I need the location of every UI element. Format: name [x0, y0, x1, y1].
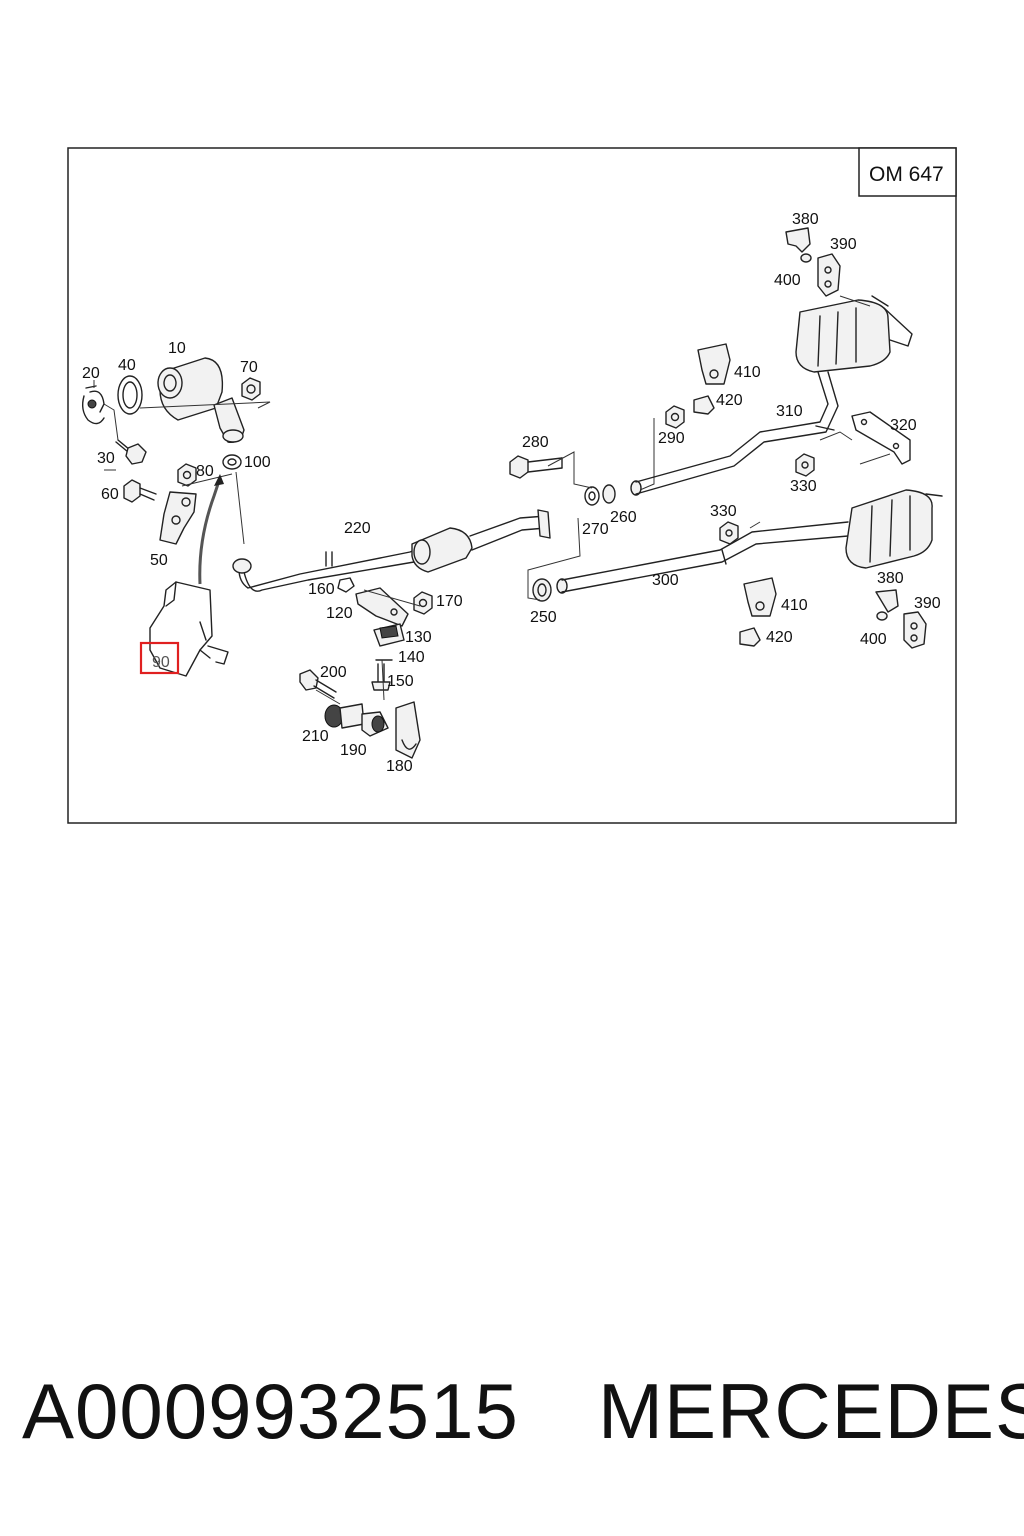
- part-180-bracket: [395, 701, 421, 759]
- label-40: 40: [118, 357, 136, 374]
- label-410-upper: 410: [734, 364, 761, 381]
- label-380-upper: 380: [792, 211, 819, 228]
- part-330-upper-nut: [795, 453, 815, 477]
- part-290-nut: [665, 405, 685, 429]
- part-170-nut: [413, 591, 433, 615]
- label-270: 270: [582, 521, 609, 538]
- part-400-lower-nut: [876, 611, 888, 621]
- part-190-rubber-mount: [361, 711, 389, 737]
- label-200: 200: [320, 664, 347, 681]
- label-210: 210: [302, 728, 329, 745]
- label-420-lower: 420: [766, 629, 793, 646]
- part-120-bracket: [355, 587, 409, 627]
- label-20: 20: [82, 365, 100, 382]
- label-80: 80: [196, 463, 214, 480]
- part-260-seal: [602, 484, 616, 504]
- part-200-bolt: [299, 669, 337, 699]
- part-380-upper-hanger-bracket: [785, 227, 811, 253]
- label-330-lower: 330: [710, 503, 737, 520]
- part-160-clip: [337, 577, 355, 593]
- label-150: 150: [387, 673, 414, 690]
- label-10: 10: [168, 340, 186, 357]
- label-140: 140: [398, 649, 425, 666]
- label-30: 30: [97, 450, 115, 467]
- label-410-lower: 410: [781, 597, 808, 614]
- part-220-front-pipe: [232, 509, 551, 592]
- part-320-heat-shield: [851, 411, 911, 465]
- label-320: 320: [890, 417, 917, 434]
- label-180: 180: [386, 758, 413, 775]
- label-400-upper: 400: [774, 272, 801, 289]
- part-150-bolt: [371, 663, 391, 691]
- part-300-rear-pipe: [556, 521, 849, 594]
- brand-name: MERCEDES: [598, 1367, 1024, 1455]
- part-30-bolt: [115, 439, 147, 465]
- label-60: 60: [101, 486, 119, 503]
- label-290: 290: [658, 430, 685, 447]
- label-390-lower: 390: [914, 595, 941, 612]
- diagram-frame: [67, 147, 957, 824]
- part-410-lower-bracket: [743, 577, 777, 617]
- label-280: 280: [522, 434, 549, 451]
- label-420-upper: 420: [716, 392, 743, 409]
- part-90-heat-shield: [149, 581, 229, 677]
- label-50: 50: [150, 552, 168, 569]
- label-400-lower: 400: [860, 631, 887, 648]
- label-260: 260: [610, 509, 637, 526]
- part-210-rubber-mount: [324, 703, 365, 729]
- label-300: 300: [652, 572, 679, 589]
- label-100: 100: [244, 454, 271, 471]
- part-50-bracket: [159, 491, 197, 545]
- part-270-gasket: [584, 486, 600, 506]
- part-40-seal-ring: [117, 375, 143, 415]
- part-380-lower-hanger-bracket: [875, 589, 899, 613]
- part-400-upper-nut: [800, 253, 812, 263]
- part-upper-rear-muffler: [795, 295, 913, 373]
- label-160: 160: [308, 581, 335, 598]
- label-220: 220: [344, 520, 371, 537]
- label-390-upper: 390: [830, 236, 857, 253]
- part-420-lower-grommet: [739, 627, 761, 647]
- part-410-upper-bracket: [697, 343, 731, 385]
- label-170: 170: [436, 593, 463, 610]
- part-420-upper-grommet: [693, 395, 715, 415]
- part-130-mount: [373, 623, 405, 647]
- label-310: 310: [776, 403, 803, 420]
- part-70-nut: [241, 377, 261, 401]
- part-20-clamp: [81, 385, 105, 425]
- part-280-bolt: [509, 455, 563, 479]
- part-60-bolt: [123, 479, 157, 503]
- part-lower-rear-muffler: [845, 489, 943, 569]
- label-250: 250: [530, 609, 557, 626]
- part-330-lower-nut: [719, 521, 739, 545]
- label-190: 190: [340, 742, 367, 759]
- highlight-box: [139, 641, 180, 675]
- engine-code: OM 647: [869, 163, 944, 186]
- part-390-lower-rubber-hanger: [903, 611, 927, 649]
- label-120: 120: [326, 605, 353, 622]
- label-130: 130: [405, 629, 432, 646]
- part-310-rear-pipe: [630, 371, 839, 496]
- label-380-lower: 380: [877, 570, 904, 587]
- label-70: 70: [240, 359, 258, 376]
- label-90: 90: [152, 654, 170, 671]
- label-330-upper: 330: [790, 478, 817, 495]
- engine-code-box: [858, 147, 957, 197]
- part-number: A0009932515: [22, 1367, 519, 1455]
- part-390-upper-rubber-hanger: [817, 253, 841, 297]
- part-100-gasket: [222, 454, 242, 470]
- part-80-bushing: [177, 463, 197, 487]
- part-250-seal: [532, 578, 552, 602]
